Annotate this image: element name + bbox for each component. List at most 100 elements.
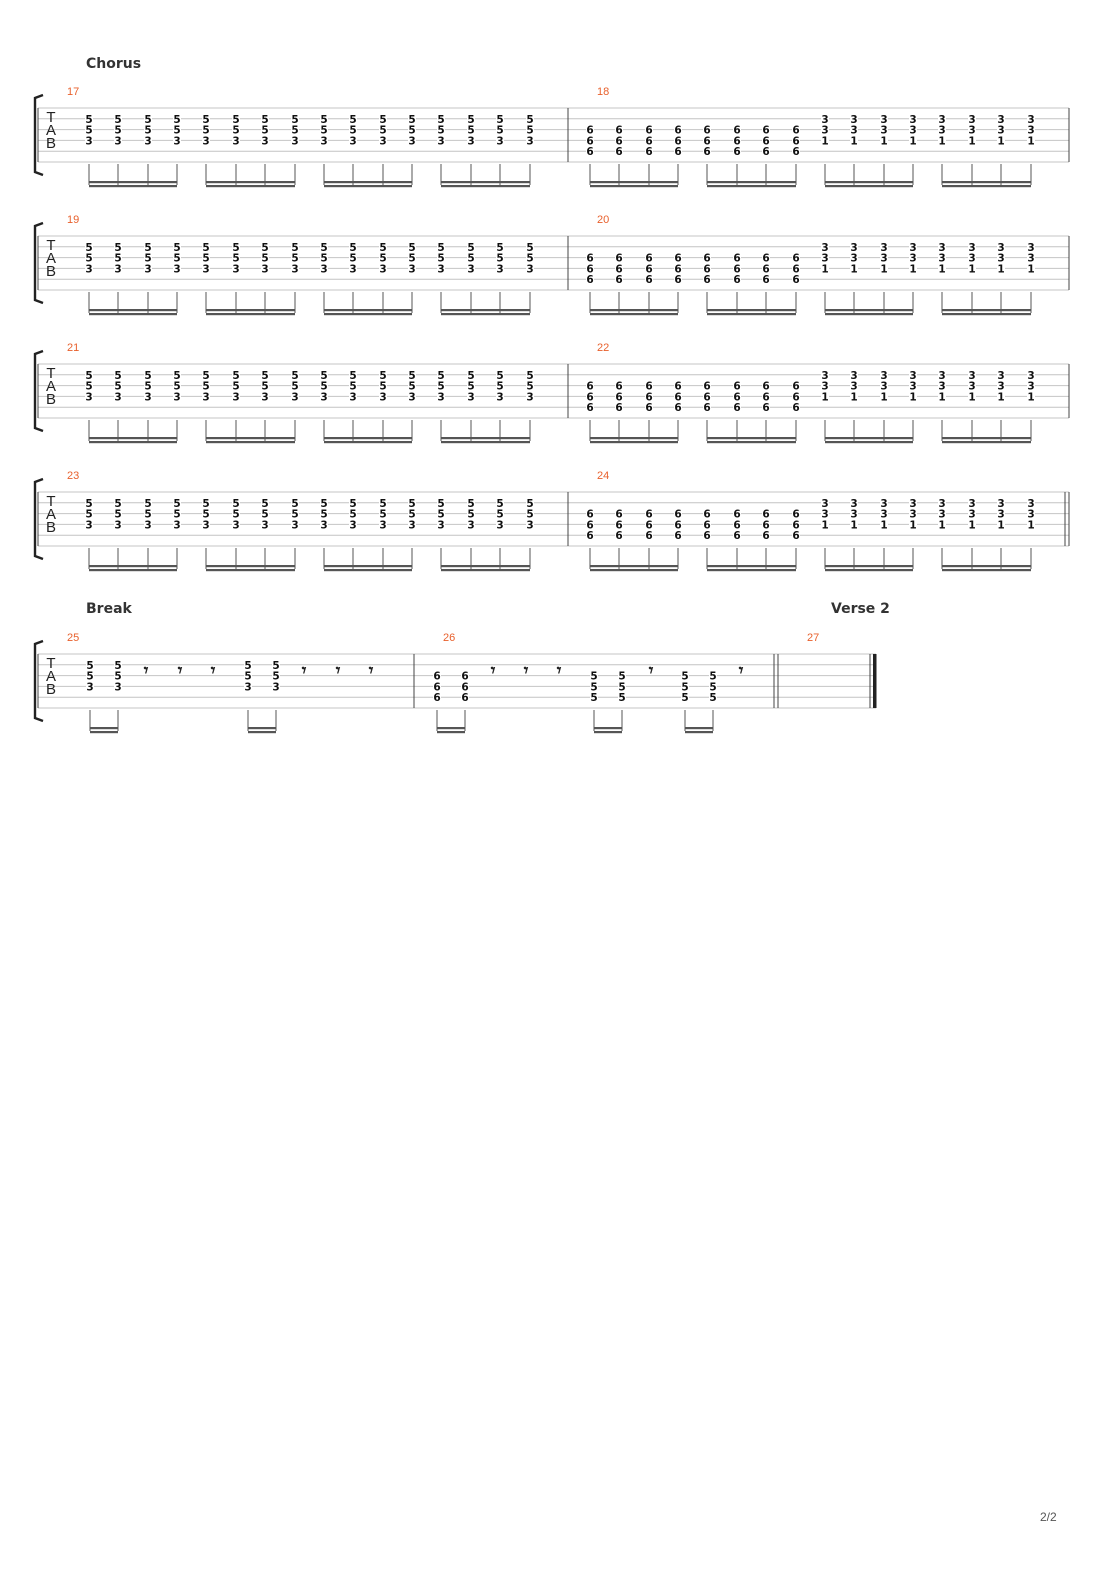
fret-number: 6 [586, 509, 593, 521]
fret-mask [674, 403, 682, 413]
fret-mask [261, 370, 269, 380]
fret-mask [114, 381, 122, 391]
fret-mask [618, 671, 626, 681]
fret-number: 6 [645, 263, 652, 275]
fret-number: 5 [349, 242, 356, 254]
fret-number: 3 [997, 242, 1004, 254]
beam [825, 313, 913, 316]
beam [942, 569, 1031, 572]
fret-mask [762, 253, 770, 263]
fret-mask [114, 498, 122, 508]
fret-mask [467, 125, 475, 135]
fret-mask [202, 114, 210, 124]
fret-number: 1 [938, 391, 945, 403]
fret-mask [681, 682, 689, 692]
fret-number: 6 [586, 530, 593, 542]
bar-number: 18 [597, 86, 609, 98]
fret-number: 5 [173, 381, 180, 393]
fret-mask [938, 520, 946, 530]
fret-number: 6 [733, 274, 740, 286]
fret-mask [261, 264, 269, 274]
fret-number: 5 [244, 671, 251, 683]
fret-number: 3 [144, 391, 151, 403]
fret-mask [821, 253, 829, 263]
fret-number: 6 [762, 274, 769, 286]
bar-number: 25 [67, 632, 79, 644]
fret-number: 5 [349, 381, 356, 393]
beam [590, 441, 678, 444]
fret-mask [114, 253, 122, 263]
fret-number: 6 [615, 146, 622, 158]
fret-number: 3 [997, 381, 1004, 393]
fret-number: 5 [709, 671, 716, 683]
fret-mask [1027, 136, 1035, 146]
fret-number: 5 [202, 381, 209, 393]
fret-mask [408, 498, 416, 508]
fret-mask [244, 682, 252, 692]
fret-mask [526, 125, 534, 135]
final-barline [873, 654, 877, 708]
bar-number: 21 [67, 342, 79, 354]
fret-number: 6 [792, 125, 799, 137]
fret-number: 3 [968, 370, 975, 382]
fret-mask [467, 370, 475, 380]
fret-number: 3 [938, 509, 945, 521]
beam [90, 731, 118, 734]
fret-number: 5 [114, 114, 121, 126]
fret-mask [291, 392, 299, 402]
fret-number: 6 [433, 692, 440, 704]
fret-mask [349, 509, 357, 519]
fret-mask [645, 381, 653, 391]
fret-number: 3 [85, 391, 92, 403]
fret-number: 3 [379, 391, 386, 403]
fret-number: 6 [792, 146, 799, 158]
fret-mask [114, 114, 122, 124]
fret-number: 1 [968, 263, 975, 275]
fret-mask [733, 520, 741, 530]
fret-number: 6 [645, 253, 652, 265]
fret-mask [437, 381, 445, 391]
fret-mask [997, 253, 1005, 263]
fret-mask [379, 253, 387, 263]
fret-mask [291, 498, 299, 508]
fret-mask [733, 253, 741, 263]
tab-clef-letter: B [46, 263, 56, 280]
fret-number: 1 [880, 391, 887, 403]
fret-number: 5 [244, 660, 251, 672]
fret-number: 5 [232, 253, 239, 265]
fret-mask [821, 520, 829, 530]
fret-number: 3 [232, 519, 239, 531]
fret-mask [997, 114, 1005, 124]
fret-number: 5 [202, 509, 209, 521]
fret-mask [291, 242, 299, 252]
fret-number: 6 [645, 509, 652, 521]
fret-number: 5 [408, 381, 415, 393]
fret-number: 6 [703, 381, 710, 393]
beam [441, 181, 530, 184]
fret-mask [938, 498, 946, 508]
tab-clef-letter: A [46, 122, 56, 139]
fret-mask [1027, 253, 1035, 263]
fret-number: 5 [709, 692, 716, 704]
fret-number: 5 [173, 498, 180, 510]
fret-number: 5 [379, 253, 386, 265]
beam [825, 309, 913, 312]
beam [89, 441, 177, 444]
fret-mask [909, 509, 917, 519]
fret-mask [349, 520, 357, 530]
fret-mask [496, 136, 504, 146]
fret-mask [232, 392, 240, 402]
fret-mask [850, 125, 858, 135]
fret-number: 5 [173, 242, 180, 254]
fret-mask [938, 253, 946, 263]
fret-number: 5 [85, 125, 92, 137]
fret-mask [173, 370, 181, 380]
fret-mask [938, 370, 946, 380]
fret-number: 3 [291, 519, 298, 531]
tab-clef-letter: B [46, 681, 56, 698]
fret-mask [173, 253, 181, 263]
fret-number: 3 [467, 263, 474, 275]
fret-number: 5 [320, 125, 327, 137]
fret-number: 5 [114, 509, 121, 521]
beam [707, 441, 796, 444]
